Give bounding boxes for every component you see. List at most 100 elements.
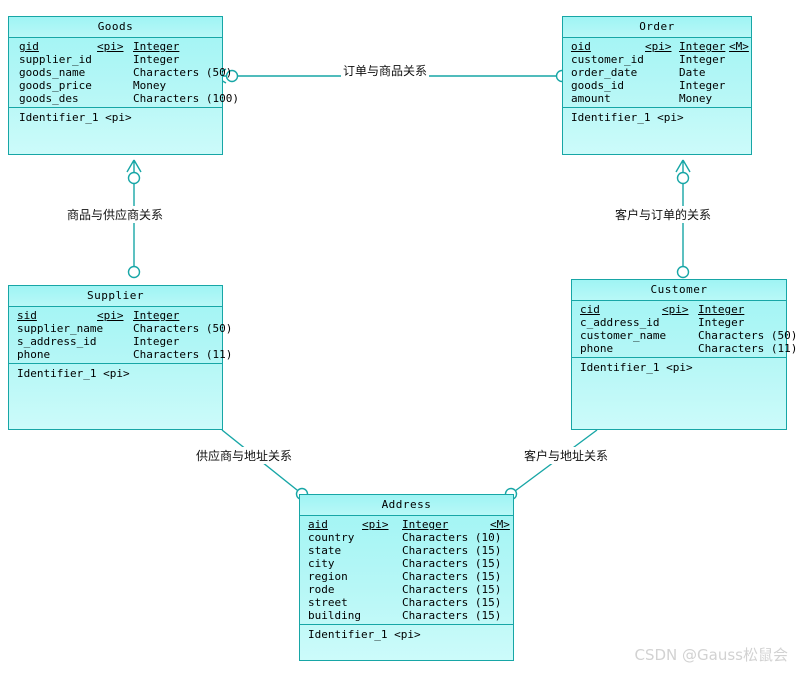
relationship-label-customer-address[interactable]: 客户与地址关系 xyxy=(522,447,611,464)
entity-supplier[interactable]: Supplier sid <pi> Integer supplier_name … xyxy=(8,285,232,430)
attribute-type: Date xyxy=(679,66,706,79)
attribute-name: building xyxy=(308,609,361,622)
attribute-row: aid <pi> Integer <M> xyxy=(300,518,513,531)
attribute-type: Integer xyxy=(402,518,449,531)
attribute-mandatory-marker: <M> xyxy=(729,40,749,53)
attribute-type: Integer xyxy=(679,79,726,92)
attribute-pi-marker: <pi> xyxy=(362,518,389,531)
attribute-type: Characters (50) xyxy=(133,322,233,335)
entity-goods-title: Goods xyxy=(9,17,222,38)
attribute-name: street xyxy=(308,596,348,609)
attribute-type: Integer xyxy=(679,53,726,66)
entity-goods-identifier: Identifier_1 <pi> xyxy=(9,108,222,125)
attribute-name: c_address_id xyxy=(580,316,660,329)
relationship-label-goods-supplier[interactable]: 商品与供应商关系 xyxy=(65,206,166,223)
attribute-row: s_address_id Integer xyxy=(9,335,222,348)
attribute-row: building Characters (15) xyxy=(300,609,513,622)
attribute-row: state Characters (15) xyxy=(300,544,513,557)
attribute-type: Integer xyxy=(133,309,180,322)
attribute-row: customer_name Characters (50) xyxy=(572,329,797,342)
attribute-type: Money xyxy=(679,92,713,105)
attribute-row: customer_id Integer xyxy=(563,53,751,66)
attribute-name: aid xyxy=(308,518,328,531)
identifier-label: Identifier_1 <pi> xyxy=(308,628,421,641)
attribute-name: phone xyxy=(580,342,614,355)
attribute-name: goods_price xyxy=(19,79,92,92)
attribute-type: Integer xyxy=(133,53,180,66)
relationship-label-customer-order[interactable]: 客户与订单的关系 xyxy=(613,206,714,223)
entity-supplier-identifier: Identifier_1 <pi> xyxy=(9,364,222,381)
attribute-row: supplier_name Characters (50) xyxy=(9,322,232,335)
relationship-label-supplier-address[interactable]: 供应商与地址关系 xyxy=(194,447,295,464)
attribute-row: supplier_id Integer xyxy=(9,53,222,66)
entity-customer[interactable]: Customer cid <pi> Integer c_address_id I… xyxy=(571,279,797,430)
entity-order-attributes: oid <pi> Integer <M> customer_id Integer… xyxy=(563,38,751,108)
attribute-row: rode Characters (15) xyxy=(300,583,513,596)
entity-customer-attributes: cid <pi> Integer c_address_id Integer cu… xyxy=(572,301,797,358)
attribute-type: Characters (15) xyxy=(402,544,502,557)
attribute-row: c_address_id Integer xyxy=(572,316,786,329)
attribute-row: phone Characters (11) xyxy=(572,342,797,355)
attribute-name: goods_id xyxy=(571,79,624,92)
attribute-name: region xyxy=(308,570,348,583)
attribute-name: goods_des xyxy=(19,92,79,105)
attribute-type: Integer xyxy=(698,303,745,316)
attribute-type: Characters (11) xyxy=(698,342,798,355)
watermark-text: CSDN @Gauss松鼠会 xyxy=(634,646,789,664)
entity-address-attributes: aid <pi> Integer <M> country Characters … xyxy=(300,516,513,625)
attribute-type: Integer xyxy=(133,40,180,53)
attribute-name: customer_id xyxy=(571,53,644,66)
attribute-type: Integer xyxy=(698,316,745,329)
entity-address-identifier: Identifier_1 <pi> xyxy=(300,625,513,642)
link-customer-address[interactable] xyxy=(504,429,598,501)
attribute-name: amount xyxy=(571,92,611,105)
entity-goods[interactable]: Goods gid <pi> Integer supplier_id Integ… xyxy=(8,16,239,155)
attribute-row: oid <pi> Integer <M> xyxy=(563,40,751,53)
entity-order-identifier: Identifier_1 <pi> xyxy=(563,108,751,125)
attribute-name: phone xyxy=(17,348,51,361)
relationship-label-order-goods[interactable]: 订单与商品关系 xyxy=(341,62,430,79)
attribute-mandatory-marker: <M> xyxy=(490,518,510,531)
entity-order[interactable]: Order oid <pi> Integer <M> customer_id I… xyxy=(562,16,752,155)
attribute-name: s_address_id xyxy=(17,335,97,348)
attribute-row: goods_name Characters (50) xyxy=(9,66,232,79)
attribute-row: country Characters (10) xyxy=(300,531,513,544)
identifier-label: Identifier_1 <pi> xyxy=(580,361,693,374)
attribute-row: goods_id Integer xyxy=(563,79,751,92)
attribute-pi-marker: <pi> xyxy=(645,40,672,53)
attribute-name: rode xyxy=(308,583,335,596)
attribute-pi-marker: <pi> xyxy=(97,309,124,322)
entity-address-title: Address xyxy=(300,495,513,516)
attribute-type: Money xyxy=(133,79,167,92)
attribute-type: Characters (15) xyxy=(402,609,502,622)
entity-order-title: Order xyxy=(563,17,751,38)
attribute-row: order_date Date xyxy=(563,66,751,79)
attribute-type: Characters (100) xyxy=(133,92,239,105)
attribute-row: region Characters (15) xyxy=(300,570,513,583)
entity-customer-title: Customer xyxy=(572,280,786,301)
attribute-name: country xyxy=(308,531,355,544)
identifier-label: Identifier_1 <pi> xyxy=(19,111,132,124)
entity-supplier-attributes: sid <pi> Integer supplier_name Character… xyxy=(9,307,232,364)
entity-address[interactable]: Address aid <pi> Integer <M> country Cha… xyxy=(299,494,514,661)
attribute-row: cid <pi> Integer xyxy=(572,303,786,316)
attribute-name: goods_name xyxy=(19,66,86,79)
attribute-type: Characters (15) xyxy=(402,570,502,583)
identifier-label: Identifier_1 <pi> xyxy=(17,367,130,380)
attribute-type: Characters (15) xyxy=(402,583,502,596)
attribute-row: street Characters (15) xyxy=(300,596,513,609)
attribute-type: Characters (50) xyxy=(698,329,798,342)
attribute-type: Characters (11) xyxy=(133,348,233,361)
attribute-pi-marker: <pi> xyxy=(662,303,689,316)
attribute-row: sid <pi> Integer xyxy=(9,309,222,322)
attribute-type: Characters (15) xyxy=(402,557,502,570)
attribute-name: supplier_name xyxy=(17,322,104,335)
link-supplier-address[interactable] xyxy=(221,429,309,501)
entity-customer-identifier: Identifier_1 <pi> xyxy=(572,358,786,375)
attribute-type: Characters (10) xyxy=(402,531,502,544)
attribute-name: city xyxy=(308,557,335,570)
attribute-type: Characters (15) xyxy=(402,596,502,609)
attribute-name: supplier_id xyxy=(19,53,92,66)
attribute-type: Integer xyxy=(679,40,726,53)
